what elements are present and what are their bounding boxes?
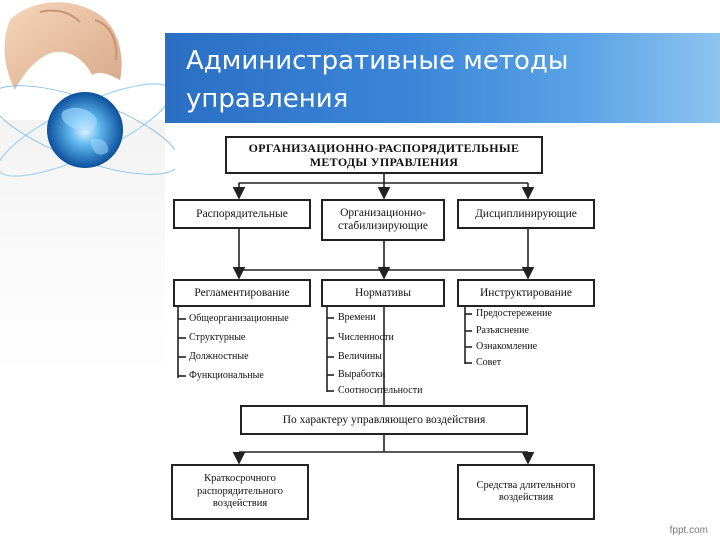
list-item: Структурные [189,332,246,343]
box-long-term: Средства длительного воздействия [457,464,595,520]
level2-label: Регламентирование [194,286,290,299]
box-rasporyaditelnye: Распорядительные [173,199,311,229]
list-item: Времени [338,312,376,323]
title-banner [165,33,720,123]
bottom-label: Средства длительного воздействия [476,479,576,504]
footer-watermark: fppt.com [669,525,708,536]
box-character: По характеру управляющего воздействия [240,405,528,435]
level2-label: Нормативы [355,286,411,299]
level1-label: Дисциплинирующие [475,207,577,220]
box-instruktirovanie: Инструктирование [457,279,595,307]
hand-globe-illustration [0,0,175,177]
root-methods-box: ОРГАНИЗАЦИОННО-РАСПОРЯДИТЕЛЬНЫЕ МЕТОДЫ У… [225,136,543,174]
level2-label: Инструктирование [480,286,572,299]
list-item: Соотносительности [338,385,423,396]
list-item: Величины [338,351,382,362]
slide-title: Административные методы управления [186,46,569,114]
box-org-stabiliziruyuschie: Организационно-стабилизирующие [321,199,445,241]
level1-label: Организационно-стабилизирующие [337,207,429,232]
list-item: Предостережение [476,308,552,319]
box-short-term: Краткосрочного распорядительного воздейс… [171,464,309,520]
list-item: Выработки [338,369,386,380]
list-item: Общеорганизационные [189,313,289,324]
box-normativy: Нормативы [321,279,445,307]
list-item: Разъяснение [476,325,529,336]
list-item: Ознакомление [476,341,538,352]
left-background-fade [0,120,165,540]
list-item: Численности [338,332,394,343]
list-item: Совет [476,357,502,368]
root-label: ОРГАНИЗАЦИОННО-РАСПОРЯДИТЕЛЬНЫЕ МЕТОДЫ У… [248,141,520,169]
list-item: Должностные [189,351,249,362]
box-reglamentirovanie: Регламентирование [173,279,311,307]
list-item: Функциональные [189,370,264,381]
level1-label: Распорядительные [196,207,288,220]
bottom-label: Краткосрочного распорядительного воздейс… [197,473,283,510]
character-label: По характеру управляющего воздействия [282,413,486,426]
box-distsipliniruyuschie: Дисциплинирующие [457,199,595,229]
